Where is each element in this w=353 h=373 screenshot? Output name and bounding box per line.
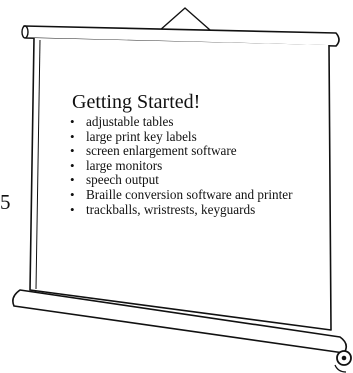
bullet-icon: • [70, 201, 75, 217]
list-item-text: large monitors [86, 157, 163, 173]
list-item: • trackballs, wristrests, keyguards [62, 201, 337, 218]
bottom-roller-end-knob [341, 355, 347, 361]
list-item-text: Braille conversion software and printer [86, 186, 293, 202]
list-item-text: large print key labels [86, 128, 197, 144]
list-item: • Braille conversion software and printer [62, 186, 337, 203]
chart-sheet [29, 37, 332, 331]
list-item-text: adjustable tables [86, 114, 174, 129]
hanging-string [158, 7, 211, 32]
bullet-icon: • [70, 143, 75, 159]
list-item: • large monitors [62, 157, 337, 174]
list-item: • speech output [62, 173, 337, 188]
chart-content: Getting Started! • adjustable tables • lar… [62, 91, 337, 217]
bullet-icon: • [70, 186, 75, 202]
sheet-left-edge-inner [35, 39, 41, 290]
bullet-icon: • [70, 114, 75, 129]
chart-title: Getting Started! [72, 91, 201, 113]
edge-character: 5 [0, 190, 11, 214]
list-item: • large print key labels [62, 128, 337, 145]
list-item-text: trackballs, wristrests, keyguards [86, 201, 256, 217]
list-item-text: speech output [86, 172, 159, 188]
bullet-icon: • [70, 172, 75, 188]
list-item: • screen enlargement software [62, 143, 337, 159]
bottom-roller-curl [334, 364, 347, 373]
list-item: • adjustable tables [62, 114, 337, 130]
item-list: • adjustable tables • large print key labe… [62, 114, 337, 218]
bullet-icon: • [70, 157, 75, 173]
top-roller-end [21, 25, 29, 39]
bullet-icon: • [70, 128, 75, 144]
list-item-text: screen enlargement software [86, 143, 237, 159]
